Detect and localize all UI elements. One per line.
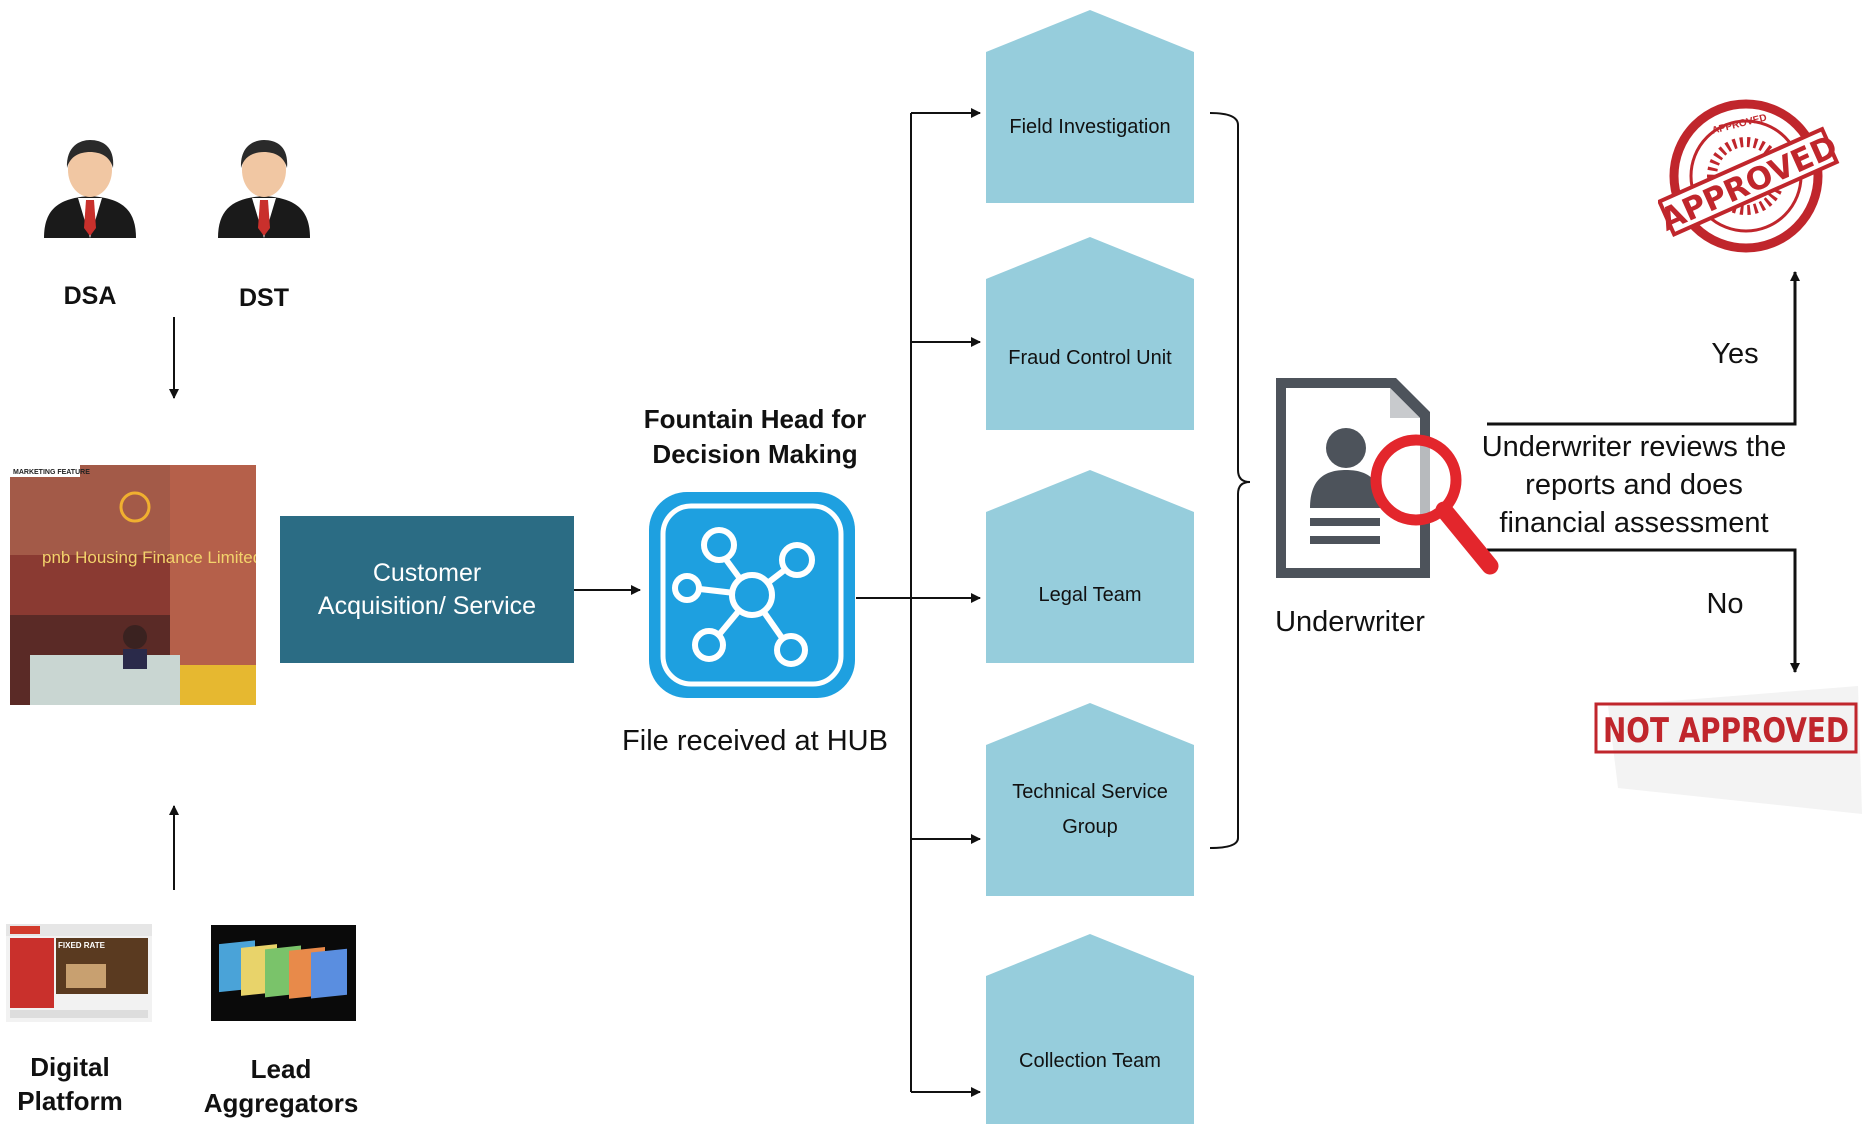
customer-acquisition-box: Customer Acquisition/ Service: [280, 516, 574, 663]
branch-sign-text: pnb Housing Finance Limited: [42, 548, 256, 567]
check-technical-service-group: Technical Service Group: [986, 703, 1194, 896]
approved-ring-text: APPROVED: [1711, 112, 1768, 136]
branch-office-photo: MARKETING FEATURE pnb Housing Finance Li…: [10, 465, 256, 705]
not-approved-stamp-text: NOT APPROVED: [1603, 711, 1849, 751]
dst-person-icon: [218, 140, 310, 238]
branch-banner-text: MARKETING FEATURE: [13, 469, 90, 476]
field-investigation-label: Field Investigation: [1009, 116, 1171, 138]
yes-label: Yes: [1711, 338, 1759, 370]
collection-team-label: Collection Team: [1019, 1050, 1161, 1072]
legal-team-label: Legal Team: [1038, 584, 1142, 606]
lead-aggregators-screenshot: [211, 925, 356, 1021]
digital-platform-banner-text: FIXED RATE: [58, 941, 106, 950]
no-label: No: [1706, 588, 1744, 620]
arrow-no: [1487, 548, 1800, 673]
reports-bracket: [1209, 112, 1251, 849]
digital-platform-screenshot: FIXED RATE: [6, 924, 152, 1022]
lead-aggregators-label: Lead Aggregators: [203, 1054, 359, 1118]
dst-label: DST: [239, 284, 289, 312]
underwriter-document-search-icon: [1276, 378, 1499, 578]
dsa-person-icon: [44, 140, 136, 238]
dsa-label: DSA: [63, 282, 117, 310]
fraud-control-unit-label: Fraud Control Unit: [1008, 347, 1172, 369]
underwriter-label: Underwriter: [1275, 606, 1425, 638]
hub-network-icon: [649, 492, 855, 698]
digital-platform-label: Digital Platform: [17, 1052, 123, 1116]
check-fraud-control-unit: Fraud Control Unit: [986, 237, 1194, 430]
check-collection-team: Collection Team: [986, 934, 1194, 1124]
customer-acquisition-label: Customer Acquisition/ Service: [317, 558, 537, 620]
check-legal-team: Legal Team: [986, 470, 1194, 663]
hub-caption: File received at HUB: [622, 725, 888, 757]
hub-title: Fountain Head for Decision Making: [643, 404, 867, 469]
check-field-investigation: Field Investigation: [986, 10, 1194, 203]
not-approved-stamp: NOT APPROVED: [1594, 686, 1862, 814]
arrow-yes: [1487, 271, 1800, 426]
underwriter-review-text: Underwriter reviews the reports and does…: [1481, 431, 1787, 539]
technical-service-group-label: Technical Service Group: [1012, 781, 1168, 838]
approved-stamp: APPROVED APPROVED: [1658, 99, 1840, 253]
